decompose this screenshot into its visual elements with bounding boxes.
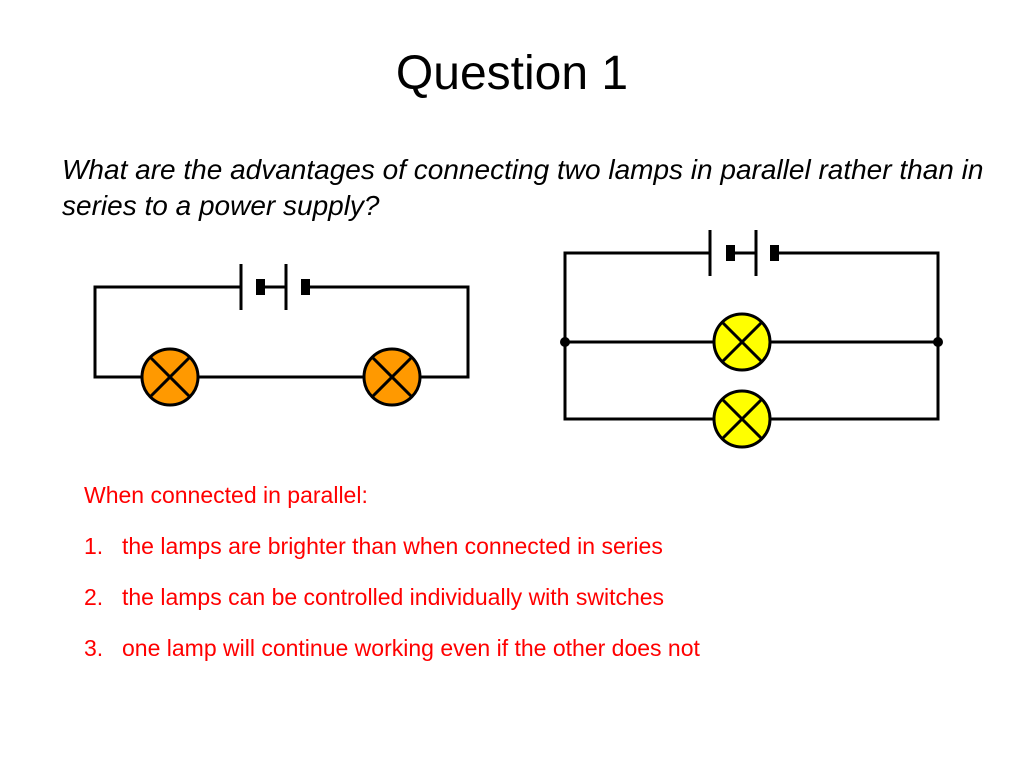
question-text: What are the advantages of connecting tw… bbox=[62, 154, 984, 221]
slide-title: Question 1 bbox=[395, 47, 629, 100]
series-battery-symbol bbox=[190, 264, 352, 310]
list-item-number: 2. bbox=[84, 584, 104, 610]
parallel-circuit-wire bbox=[563, 251, 940, 421]
list-item-number: 3. bbox=[84, 635, 104, 661]
parallel-circuit bbox=[560, 230, 943, 449]
series-lamp-1-icon bbox=[140, 347, 200, 407]
list-item-text: one lamp will continue working even if t… bbox=[122, 635, 700, 661]
list-item-text: the lamps can be controlled individually… bbox=[122, 584, 665, 610]
series-circuit-wire bbox=[93, 285, 470, 379]
parallel-lamp-2-icon bbox=[712, 389, 772, 449]
junction-dot-right bbox=[933, 337, 943, 347]
junction-dot-left bbox=[560, 337, 570, 347]
answer-list: 1. the lamps are brighter than when conn… bbox=[84, 531, 984, 663]
answer-intro: When connected in parallel: bbox=[84, 482, 368, 508]
list-item-text: the lamps are brighter than when connect… bbox=[122, 533, 663, 559]
series-circuit bbox=[93, 264, 470, 407]
answer-block: When connected in parallel: 1. the lamps… bbox=[84, 480, 984, 684]
list-item: 1. the lamps are brighter than when conn… bbox=[84, 531, 984, 561]
list-item-number: 1. bbox=[84, 533, 104, 559]
parallel-battery-symbol bbox=[662, 230, 820, 276]
parallel-lamp-1-icon bbox=[712, 312, 772, 372]
series-lamp-2-icon bbox=[362, 347, 422, 407]
list-item: 2. the lamps can be controlled individua… bbox=[84, 582, 984, 612]
list-item: 3. one lamp will continue working even i… bbox=[84, 633, 984, 663]
